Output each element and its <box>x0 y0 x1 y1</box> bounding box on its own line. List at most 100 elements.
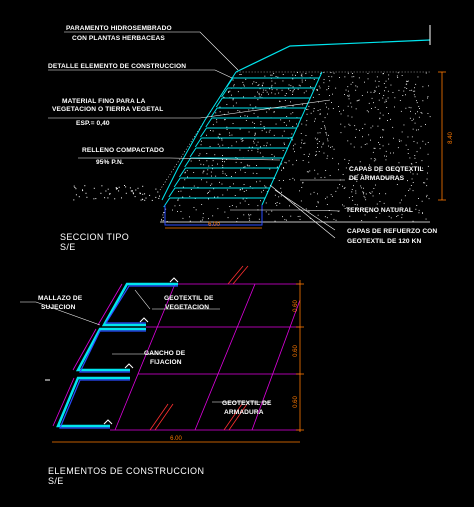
stipple-dot <box>210 130 211 131</box>
stipple-dot <box>228 92 230 93</box>
stipple-dot <box>401 75 403 76</box>
stipple-dot <box>163 212 165 213</box>
stipple-dot <box>142 193 144 195</box>
stipple-dot <box>285 162 287 164</box>
stipple-dot <box>253 81 255 83</box>
stipple-dot <box>273 73 275 74</box>
stipple-dot <box>426 178 428 180</box>
stipple-dot <box>242 140 244 141</box>
stipple-dot <box>292 148 294 150</box>
stipple-dot <box>249 104 251 106</box>
stipple-dot <box>203 170 205 172</box>
stipple-dot <box>416 129 417 131</box>
stipple-dot <box>252 83 253 85</box>
stipple-dot <box>398 171 399 172</box>
stipple-dot <box>411 163 413 165</box>
stipple-dot <box>323 72 325 73</box>
stipple-dot <box>172 209 173 211</box>
stipple-dot <box>325 128 326 130</box>
stipple-dot <box>264 75 266 77</box>
stipple-dot <box>363 187 364 189</box>
stipple-dot <box>320 128 322 129</box>
stipple-dot <box>109 193 111 194</box>
stipple-dot <box>326 106 327 108</box>
stipple-dot <box>375 86 377 88</box>
stipple-dot <box>342 185 343 187</box>
stipple-dot <box>219 145 221 147</box>
stipple-dot <box>411 120 413 121</box>
stipple-dot <box>332 93 333 95</box>
stipple-dot <box>240 115 241 117</box>
stipple-dot <box>189 216 190 218</box>
stipple-dot <box>245 189 247 191</box>
stipple-dot <box>328 108 330 110</box>
stipple-dot <box>206 173 208 175</box>
stipple-dot <box>294 179 295 181</box>
stipple-dot <box>283 142 285 144</box>
stipple-dot <box>427 153 429 155</box>
stipple-dot <box>303 154 305 155</box>
stipple-dot <box>386 155 387 157</box>
stipple-dot <box>208 218 209 220</box>
stipple-dot <box>416 102 418 104</box>
stipple-dot <box>366 110 368 112</box>
stipple-dot <box>335 190 337 192</box>
stipple-dot <box>418 209 420 211</box>
leader-lines-left <box>48 31 331 161</box>
stipple-dot <box>296 123 297 125</box>
stipple-dot <box>190 189 192 190</box>
stipple-dot <box>305 135 307 136</box>
stipple-dot <box>374 91 376 92</box>
stipple-dot <box>210 184 211 186</box>
stipple-dot <box>397 77 399 78</box>
stipple-dot <box>372 125 374 127</box>
stipple-dot <box>412 190 414 192</box>
stipple-dot <box>294 151 295 153</box>
label-espesor: ESP.= 0,40 <box>76 120 110 127</box>
stipple-dot <box>159 195 160 197</box>
stipple-dot <box>309 217 311 219</box>
label-gancho: GANCHO DE <box>144 350 186 357</box>
stipple-dot <box>254 133 256 135</box>
stipple-dot <box>342 204 343 206</box>
stipple-dot <box>344 208 346 209</box>
stipple-dot <box>338 169 339 171</box>
stipple-dot <box>368 102 370 104</box>
stipple-dot <box>410 107 412 109</box>
stipple-dot <box>368 134 370 136</box>
stipple-dot <box>379 201 381 202</box>
stipple-dot <box>348 207 350 209</box>
stipple-dot <box>208 192 209 193</box>
stipple-dot <box>124 185 125 186</box>
dim-h2-label: 6.00 <box>170 436 182 442</box>
elementos-title: ELEMENTOS DE CONSTRUCCION <box>48 466 204 476</box>
stipple-dot <box>291 133 293 135</box>
stipple-dot <box>139 193 141 195</box>
stipple-dot <box>243 85 245 87</box>
stipple-dot <box>331 76 333 78</box>
stipple-dot <box>248 204 250 205</box>
stipple-dot <box>323 152 325 154</box>
stipple-dot <box>371 108 372 109</box>
stipple-dot <box>408 190 410 191</box>
dimension-vertical <box>438 71 446 201</box>
stipple-dot <box>427 113 429 114</box>
stipple-dot <box>316 139 318 141</box>
stipple-dot <box>288 160 290 162</box>
stipple-dot <box>370 127 372 129</box>
stipple-dot <box>361 95 363 96</box>
stipple-dot <box>398 179 399 180</box>
stipple-dot <box>100 192 102 194</box>
stipple-dot <box>129 187 131 189</box>
stipple-dot <box>155 188 157 190</box>
stipple-dot <box>388 215 390 217</box>
stipple-dot <box>415 113 416 115</box>
stipple-dot <box>317 193 318 195</box>
stipple-dot <box>388 143 390 145</box>
stipple-dot <box>239 128 241 130</box>
stipple-dot <box>409 188 411 190</box>
stipple-dot <box>260 123 262 125</box>
magenta-diagonal <box>114 283 176 431</box>
stipple-dot <box>352 73 353 74</box>
stipple-dot <box>262 91 264 93</box>
